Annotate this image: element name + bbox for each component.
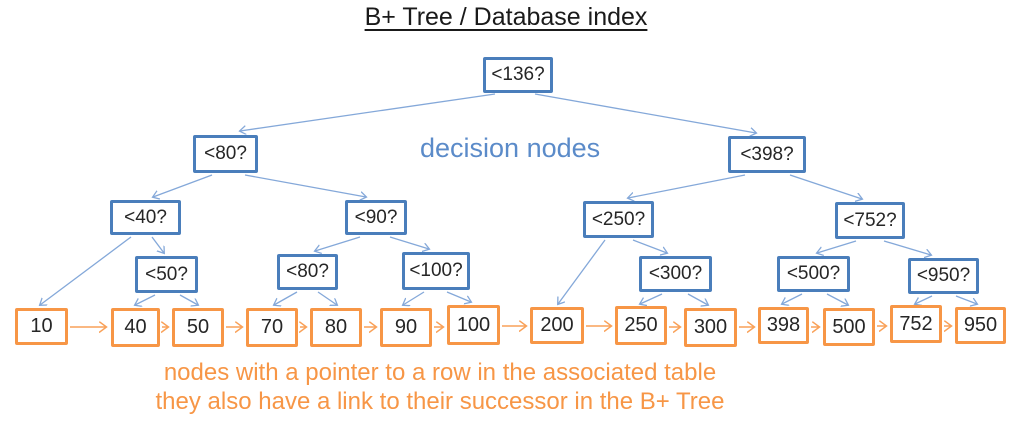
leaf-node-300: 300 [684,308,737,347]
edge-950-leaf752 [915,295,933,304]
leaf-node-250: 250 [615,306,667,345]
edge-136-80 [240,93,496,131]
edge-752-500 [817,240,857,253]
decision-node-250: <250? [583,201,654,238]
leaf-node-70: 70 [246,308,298,347]
edge-90-100 [389,236,429,249]
leaf-node-398: 398 [758,307,809,344]
decision-node-398: <398? [728,136,806,173]
edge-398-752 [789,174,862,199]
leaf-caption-line2: they also have a link to their successor… [155,388,725,415]
diagram-title: B+ Tree / Database index [364,3,648,31]
decision-node-80-l2: <80? [193,135,258,173]
edge-80-40 [153,174,213,197]
leaf-node-50: 50 [172,308,224,347]
decision-node-50: <50? [135,256,198,293]
edge-500-leaf398 [782,293,803,304]
edge-250-leaf200 [558,239,606,304]
edge-752-950 [883,240,931,255]
decision-node-80-l4: <80? [277,254,338,290]
leaf-successor-links [70,326,951,327]
decision-edges [40,93,977,305]
edge-300-leaf250 [640,293,663,304]
decision-node-752: <752? [835,202,905,239]
edge-50-leaf40 [135,294,156,305]
leaf-caption-line1: nodes with a pointer to a row in the ass… [163,359,717,386]
leaf-node-80: 80 [310,308,362,347]
leaf-caption: nodes with a pointer to a row in the ass… [115,358,765,416]
edge-398-250 [628,174,746,198]
decision-node-100: <100? [402,252,470,290]
decision-node-40: <40? [110,200,181,235]
edge-40-leaf10 [40,236,132,305]
edge-950-leaf950 [955,295,977,304]
leaf-node-950: 950 [955,307,1006,344]
edge-90-80 [315,236,361,251]
edge-40-50 [151,236,164,253]
leaf-node-200: 200 [530,307,584,344]
leaf-node-100: 100 [447,305,500,345]
edge-300-leaf300 [687,293,708,305]
leaf-node-500: 500 [823,308,875,346]
leaf-node-10: 10 [15,308,68,345]
leaf-node-40: 40 [111,308,160,347]
edge-100-leaf100 [446,291,471,302]
decision-node-950: <950? [908,258,979,294]
decision-nodes-label: decision nodes [420,133,601,163]
edge-100-leaf90 [403,291,425,305]
edge-50-leaf50 [179,294,198,305]
leaf-node-90: 90 [380,308,432,347]
decision-node-136: <136? [483,57,553,93]
edge-500-leaf500 [826,293,848,305]
edge-80-leaf70 [274,291,298,305]
decision-node-300: <300? [639,256,712,292]
edge-136-398 [534,93,756,133]
edge-250-300 [632,239,667,253]
decision-node-90: <90? [345,200,407,235]
leaf-node-752: 752 [890,305,942,343]
edge-80-90 [244,174,366,197]
edge-80-leaf80 [317,291,337,305]
decision-node-500: <500? [777,256,850,292]
